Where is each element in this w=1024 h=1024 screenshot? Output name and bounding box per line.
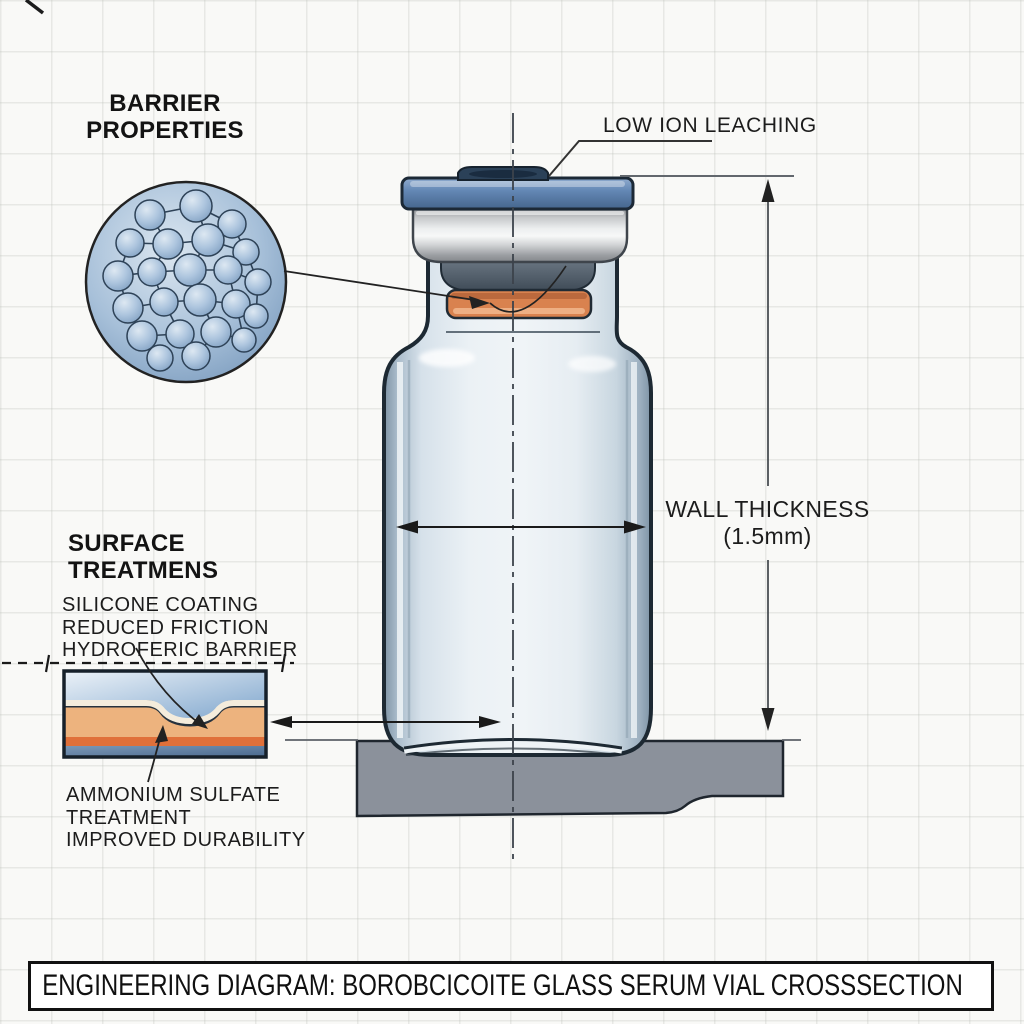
ammonium-note-treatment: TREATMENT: [66, 806, 192, 829]
coating-callout-curve: [135, 647, 204, 727]
ammonium-note-sulfate: AMMONIUM SULFATE: [66, 784, 281, 806]
wall-thickness-label: WALL THICKNESS (1.5mm): [660, 496, 875, 550]
body-width-arrow: [396, 520, 646, 534]
cap-top-opening: [469, 170, 537, 178]
coating-box-border: [62, 669, 268, 759]
footer-title-box: ENGINEERING DIAGRAM: BOROBCICOITE GLASS …: [28, 961, 994, 1011]
vial-illustration: [382, 166, 653, 757]
wall-thickness-line1: WALL THICKNESS: [665, 496, 870, 522]
coating-callout-arrowhead: [192, 714, 208, 729]
molecule-illustration: [84, 180, 288, 384]
glass-body: [382, 255, 653, 757]
barrier-properties-line2: PROPERTIES: [86, 117, 244, 144]
atoms: [102, 189, 272, 372]
coating-layer-blue: [64, 746, 266, 757]
wall-thickness-line2: (1.5mm): [723, 523, 812, 549]
ammonium-callout-arrowhead: [155, 725, 168, 743]
layered-coating-diagram: [62, 647, 268, 783]
coating-white-interlayer: [64, 700, 266, 725]
crimp-highlight: [416, 211, 624, 215]
wall-thickness-dimension: [620, 175, 794, 731]
coating-layer-dark-orange: [64, 737, 266, 746]
coating-layer-glass: [64, 671, 266, 719]
surface-note-silicone: SILICONE COATING: [62, 594, 259, 616]
surface-treatments-line1: SURFACE: [68, 530, 185, 557]
coating-to-vial-arrow: [270, 716, 501, 728]
low-ion-leader-line: [548, 140, 712, 177]
glass-sheen-blob: [568, 356, 616, 372]
barrier-properties-line1: BARRIER: [109, 90, 221, 117]
molecule-to-stopper-arrow: [283, 265, 567, 313]
flip-cap-highlight: [410, 181, 625, 187]
orange-seal-shadow: [451, 293, 587, 299]
surface-note-friction: REDUCED FRICTION: [62, 616, 269, 639]
ammonium-treatment-notes: AMMONIUM SULFATE TREATMENT IMPROVED DURA…: [66, 784, 306, 852]
surface-treatments-label: SURFACE TREATMENS: [68, 530, 218, 584]
corner-mark: [24, 0, 45, 15]
rubber-stopper: [440, 259, 596, 293]
footer-title: ENGINEERING DIAGRAM: BOROBCICOITE GLASS …: [42, 969, 963, 1002]
glass-sheen-blob: [419, 349, 475, 367]
low-ion-leaching-label: LOW ION LEACHING: [603, 114, 817, 137]
surface-treatment-notes: SILICONE COATING REDUCED FRICTION HYDROF…: [62, 594, 298, 662]
surface-treatments-line2: TREATMENS: [68, 557, 219, 584]
ammonium-note-durability: IMPROVED DURABILITY: [66, 829, 306, 852]
crimp-seal: [411, 206, 629, 264]
surface-note-barrier: HYDROFERIC BARRIER: [62, 639, 298, 662]
barrier-properties-label: BARRIER PROPERTIES: [60, 90, 270, 144]
dashed-reference-line: [2, 653, 294, 673]
base-platform: [355, 739, 785, 818]
